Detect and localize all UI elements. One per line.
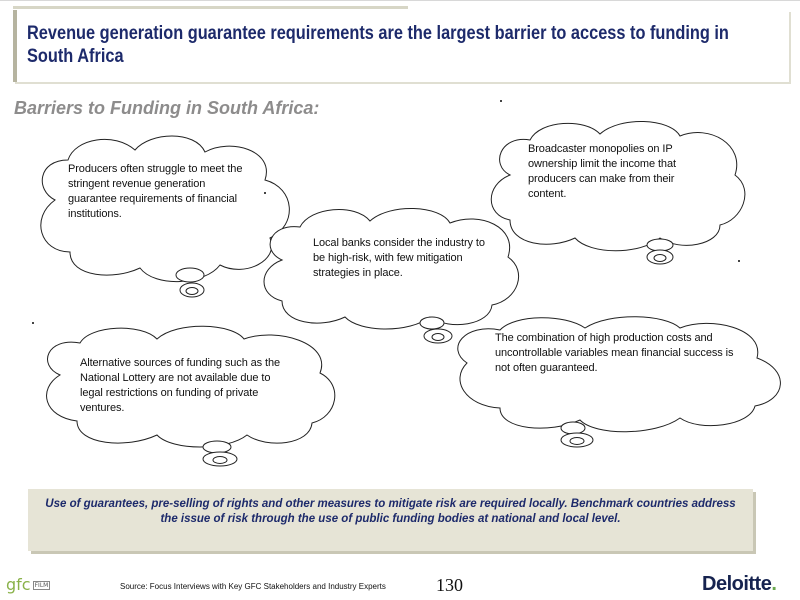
cloud-text: Local banks consider the industry to be … xyxy=(313,237,485,279)
source-note: Source: Focus Interviews with Key GFC St… xyxy=(120,582,386,591)
brand-dot: . xyxy=(771,573,777,595)
title-box: Revenue generation guarantee requirement… xyxy=(13,6,789,82)
stray-dot xyxy=(264,192,266,194)
cloud-text: Broadcaster monopolies on IP ownership l… xyxy=(528,143,676,200)
cloud-text: Alternative sources of funding such as t… xyxy=(80,357,281,414)
film-badge: FILM xyxy=(32,581,51,590)
cloud-shape xyxy=(40,135,290,298)
brand-text: Deloitte xyxy=(702,573,772,595)
thought-cloud-revenue: Producers often struggle to meet the str… xyxy=(30,130,295,305)
cloud-shape xyxy=(263,208,519,344)
deloitte-logo: Deloitte. xyxy=(702,573,777,596)
thought-cloud-costs: The combination of high production costs… xyxy=(445,316,795,453)
stray-dot xyxy=(500,100,502,102)
summary-text: Use of guarantees, pre-selling of rights… xyxy=(45,498,736,525)
cloud-text: The combination of high production costs… xyxy=(495,332,734,374)
stray-dot xyxy=(32,322,34,324)
stray-dot xyxy=(738,260,740,262)
page-title: Revenue generation guarantee requirement… xyxy=(27,23,729,67)
thought-cloud-broadcaster: Broadcaster monopolies on IP ownership l… xyxy=(480,120,750,270)
summary-box: Use of guarantees, pre-selling of rights… xyxy=(28,489,753,551)
title-accent-bar xyxy=(13,6,408,9)
cloud-text: Producers often struggle to meet the str… xyxy=(68,163,243,220)
cloud-shape xyxy=(457,316,781,448)
cloud-shape xyxy=(46,325,336,467)
section-subtitle: Barriers to Funding in South Africa: xyxy=(14,98,320,118)
thought-cloud-banks: Local banks consider the industry to be … xyxy=(260,205,525,350)
page-number: 130 xyxy=(436,575,463,595)
gfc-logo-text: gfc xyxy=(6,575,31,594)
thought-cloud-alternative: Alternative sources of funding such as t… xyxy=(32,325,342,475)
top-rule xyxy=(0,0,800,1)
cloud-shape xyxy=(490,121,746,265)
